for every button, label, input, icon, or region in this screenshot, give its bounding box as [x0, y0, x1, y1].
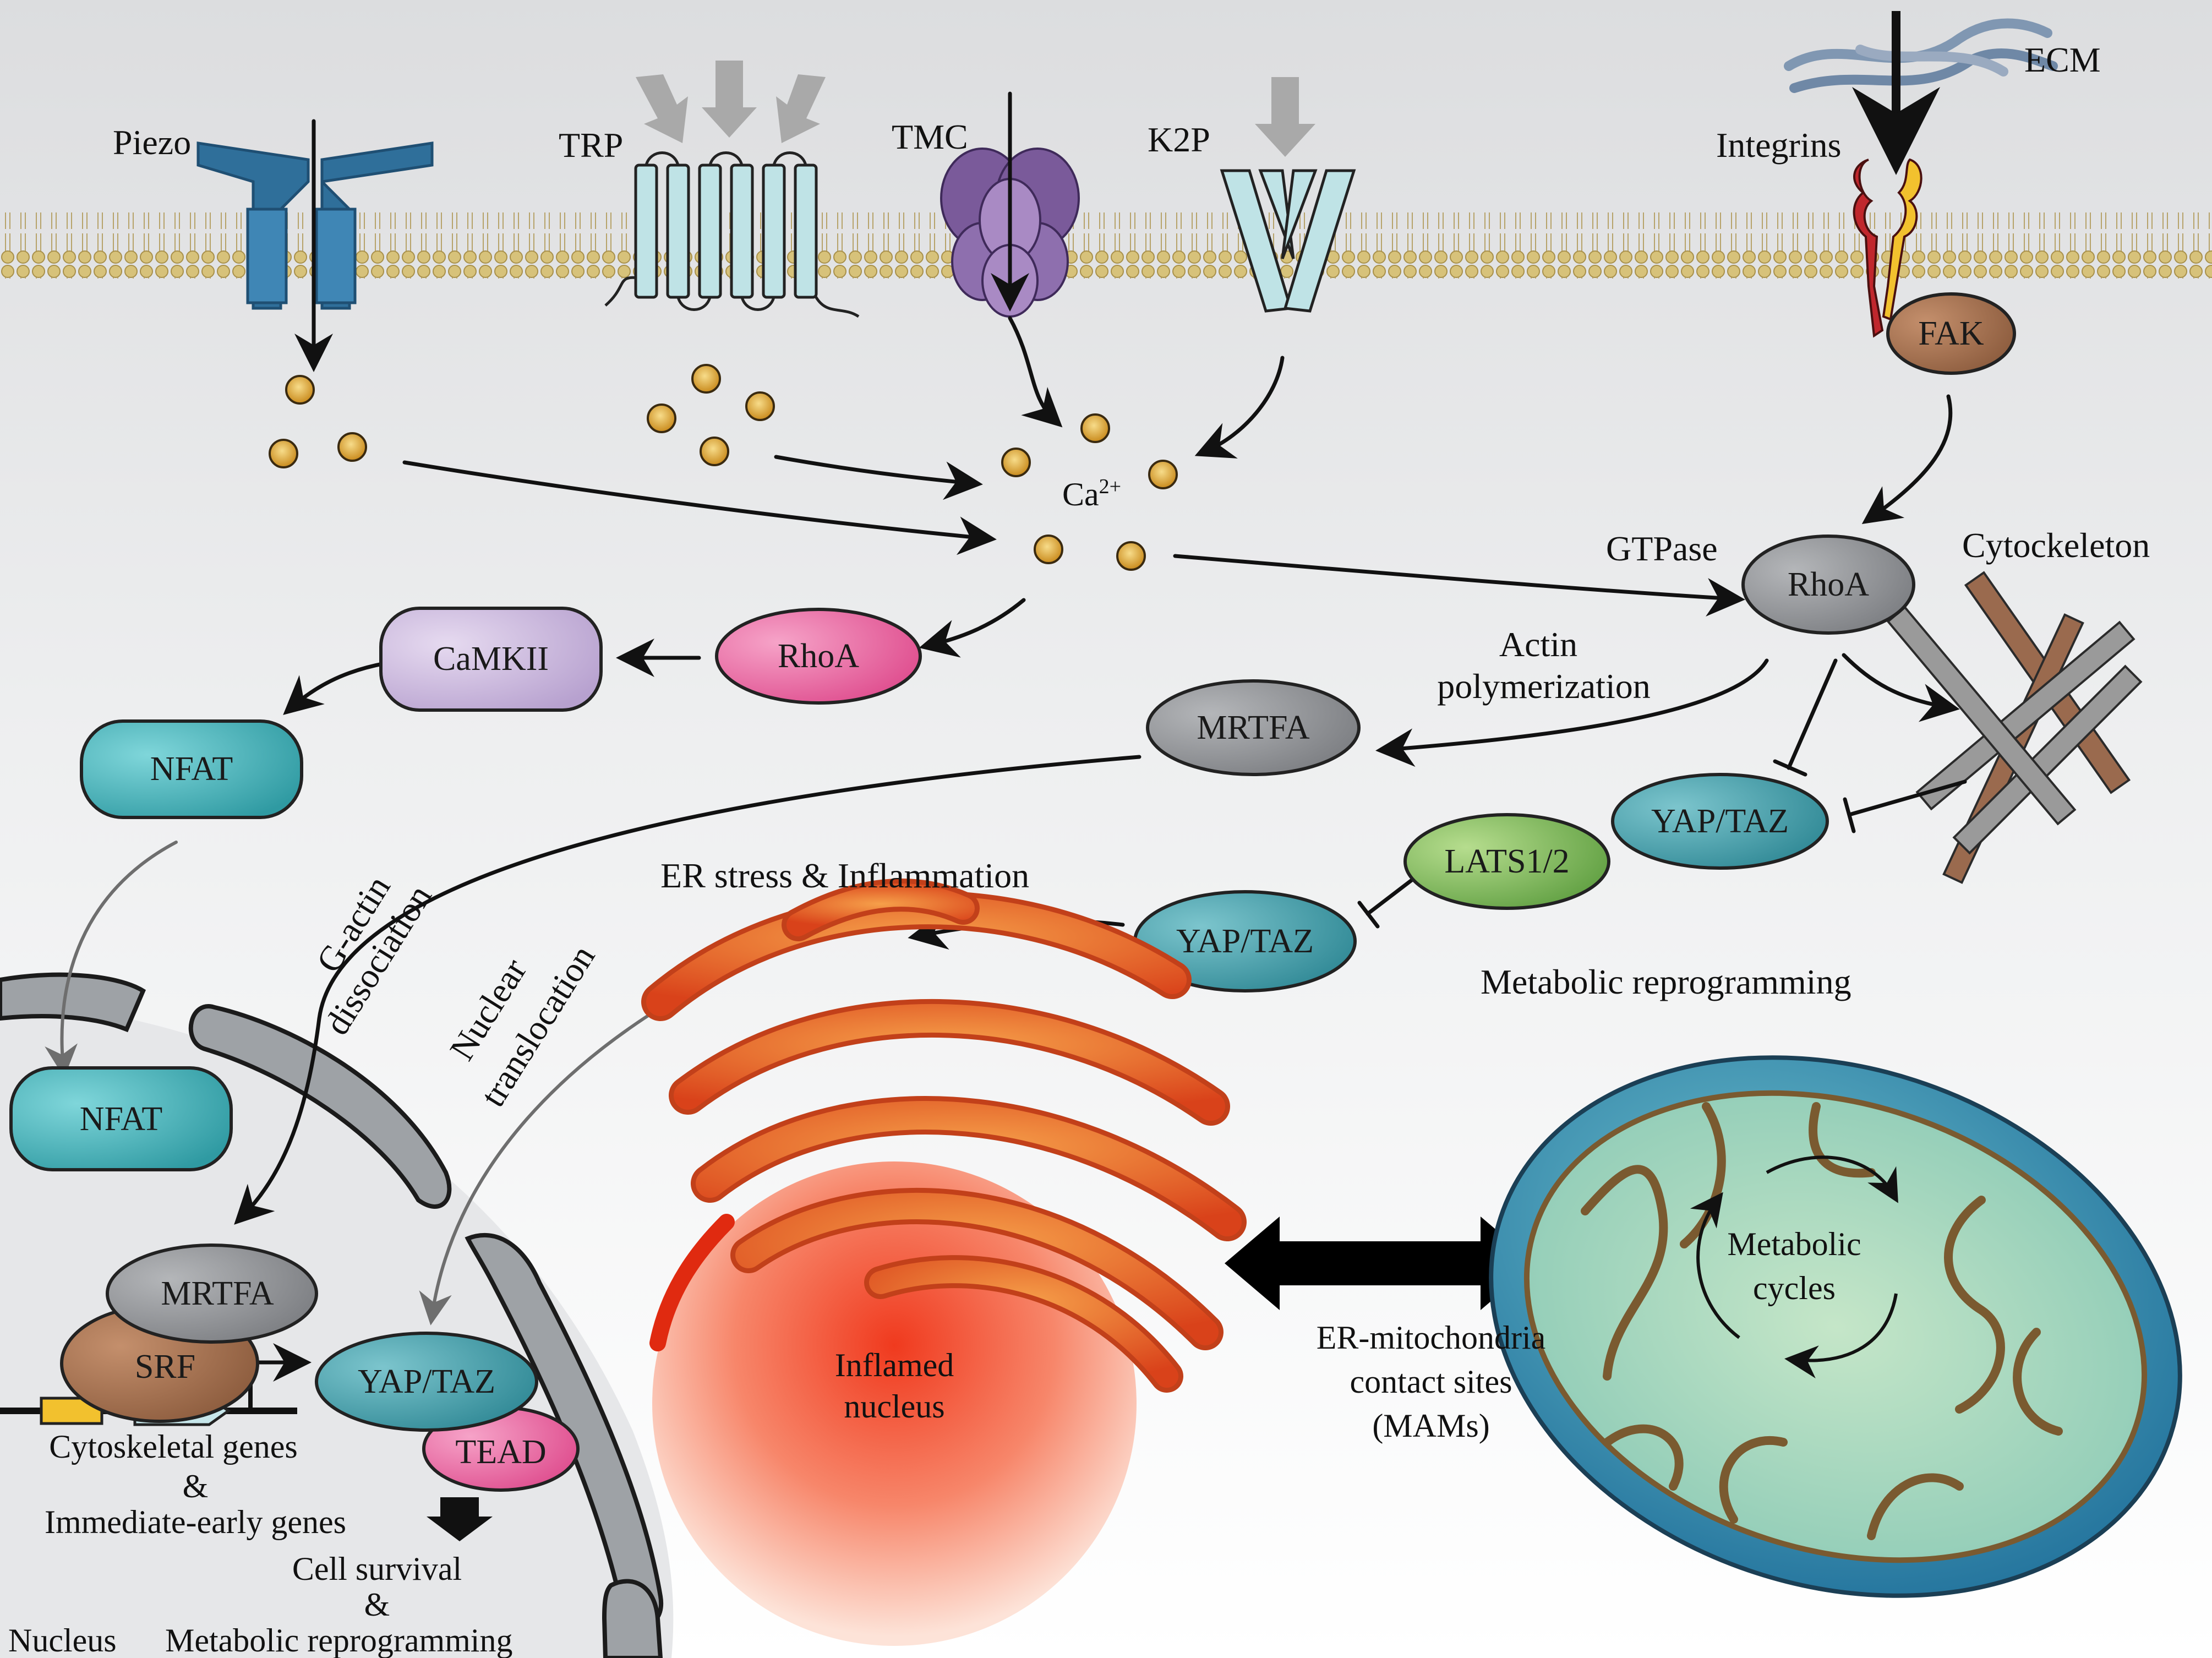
trp-channel — [604, 151, 860, 318]
tead-label: TEAD — [455, 1433, 546, 1471]
inflamed-nucleus-line1: Inflamed — [835, 1347, 954, 1383]
rhoa-main-label: RhoA — [1788, 566, 1869, 603]
mrtfa-cytoplasm-node: MRTFA — [1146, 679, 1361, 776]
mams-label-line1: ER-mitochondria — [1317, 1319, 1546, 1356]
yaptaz-lower-label: YAP/TAZ — [1176, 923, 1314, 960]
yaptaz-upper-node: YAP/TAZ — [1611, 773, 1829, 870]
lats-label: LATS1/2 — [1444, 843, 1569, 880]
promoter-box — [40, 1397, 103, 1425]
k2p-channel — [1220, 169, 1356, 313]
nuclear-membrane-red — [649, 1214, 735, 1351]
calcium-ions — [269, 364, 1178, 571]
metabolic-cycles-line2: cycles — [1753, 1270, 1836, 1306]
rhoa-main-node: RhoA — [1741, 535, 1915, 635]
metabolic-cycles-line1: Metabolic — [1727, 1226, 1861, 1262]
piezo-label: Piezo — [113, 123, 191, 162]
ampersand-2: & — [364, 1586, 390, 1623]
fak-node — [1886, 292, 2016, 375]
camkii-node: CaMKII — [379, 607, 603, 712]
gtpase-label: GTPase — [1606, 529, 1718, 568]
srf-label: SRF — [135, 1348, 195, 1386]
nfat-cytoplasm-label: NFAT — [150, 750, 233, 788]
cytoskeleton-label: Cytockeleton — [1962, 526, 2150, 565]
metabolic-reprogramming-bottom-label: Metabolic reprogramming — [165, 1622, 512, 1658]
metabolic-cycle-arrows — [1690, 1155, 1898, 1379]
piezo-channel — [196, 141, 434, 310]
inflamed-nucleus-line2: nucleus — [844, 1388, 944, 1425]
mams-label-line2: contact sites — [1350, 1364, 1512, 1400]
lats-node: LATS1/2 — [1403, 813, 1610, 910]
ampersand-1: & — [183, 1468, 209, 1504]
yaptaz-nucleus-node: YAP/TAZ — [315, 1332, 538, 1432]
plasma-membrane — [0, 212, 2212, 279]
mechanical-force-arrows-trp — [636, 61, 826, 143]
actin-label-line2: polymerization — [1437, 667, 1650, 706]
force-arrow-k2p — [1255, 77, 1315, 157]
cytoskeletal-genes-label: Cytoskeletal genes — [49, 1428, 298, 1465]
nucleus-label: Nucleus — [8, 1622, 117, 1658]
fak-label-group: FAK — [1918, 315, 1984, 352]
mitochondrion — [1489, 1055, 2182, 1598]
trp-label: TRP — [559, 126, 623, 165]
k2p-label: K2P — [1148, 120, 1210, 159]
nfat-nucleus-node: NFAT — [9, 1066, 233, 1171]
camkii-label: CaMKII — [433, 640, 549, 678]
actin-label-line1: Actin — [1499, 625, 1577, 664]
mam-double-arrow — [1225, 1217, 1536, 1310]
output-arrow — [427, 1497, 493, 1541]
cytoskeleton-filaments — [1886, 571, 2143, 884]
immediate-early-genes-label: Immediate-early genes — [45, 1504, 346, 1540]
calcium-label: Ca2+ — [1062, 475, 1121, 512]
yaptaz-nucleus-label: YAP/TAZ — [358, 1363, 495, 1400]
tmc-label: TMC — [892, 117, 968, 156]
rhoa-small-label: RhoA — [778, 637, 859, 675]
nfat-nucleus-label: NFAT — [80, 1100, 162, 1138]
ecm-fibers — [1784, 18, 2058, 93]
mrtfa-nucleus-node: MRTFA — [106, 1244, 318, 1344]
pathway-arrows — [45, 11, 1967, 1382]
integrins-label: Integrins — [1716, 126, 1842, 165]
mams-label-line3: (MAMs) — [1372, 1408, 1489, 1444]
yaptaz-upper-label: YAP/TAZ — [1651, 803, 1789, 840]
cell-survival-label: Cell survival — [292, 1551, 462, 1587]
er-stress-label: ER stress & Inflammation — [660, 856, 1029, 895]
rhoa-small-node: RhoA — [715, 608, 922, 705]
mrtfa-cytoplasm-label: MRTFA — [1197, 709, 1310, 746]
metabolic-reprogramming-title: Metabolic reprogramming — [1481, 962, 1851, 1001]
ecm-label: ECM — [2024, 40, 2101, 79]
mrtfa-nucleus-label: MRTFA — [161, 1275, 274, 1312]
fak-label: FAK — [1918, 315, 1984, 352]
endoplasmic-reticulum — [641, 879, 1247, 1393]
nfat-cytoplasm-node: NFAT — [80, 719, 303, 819]
